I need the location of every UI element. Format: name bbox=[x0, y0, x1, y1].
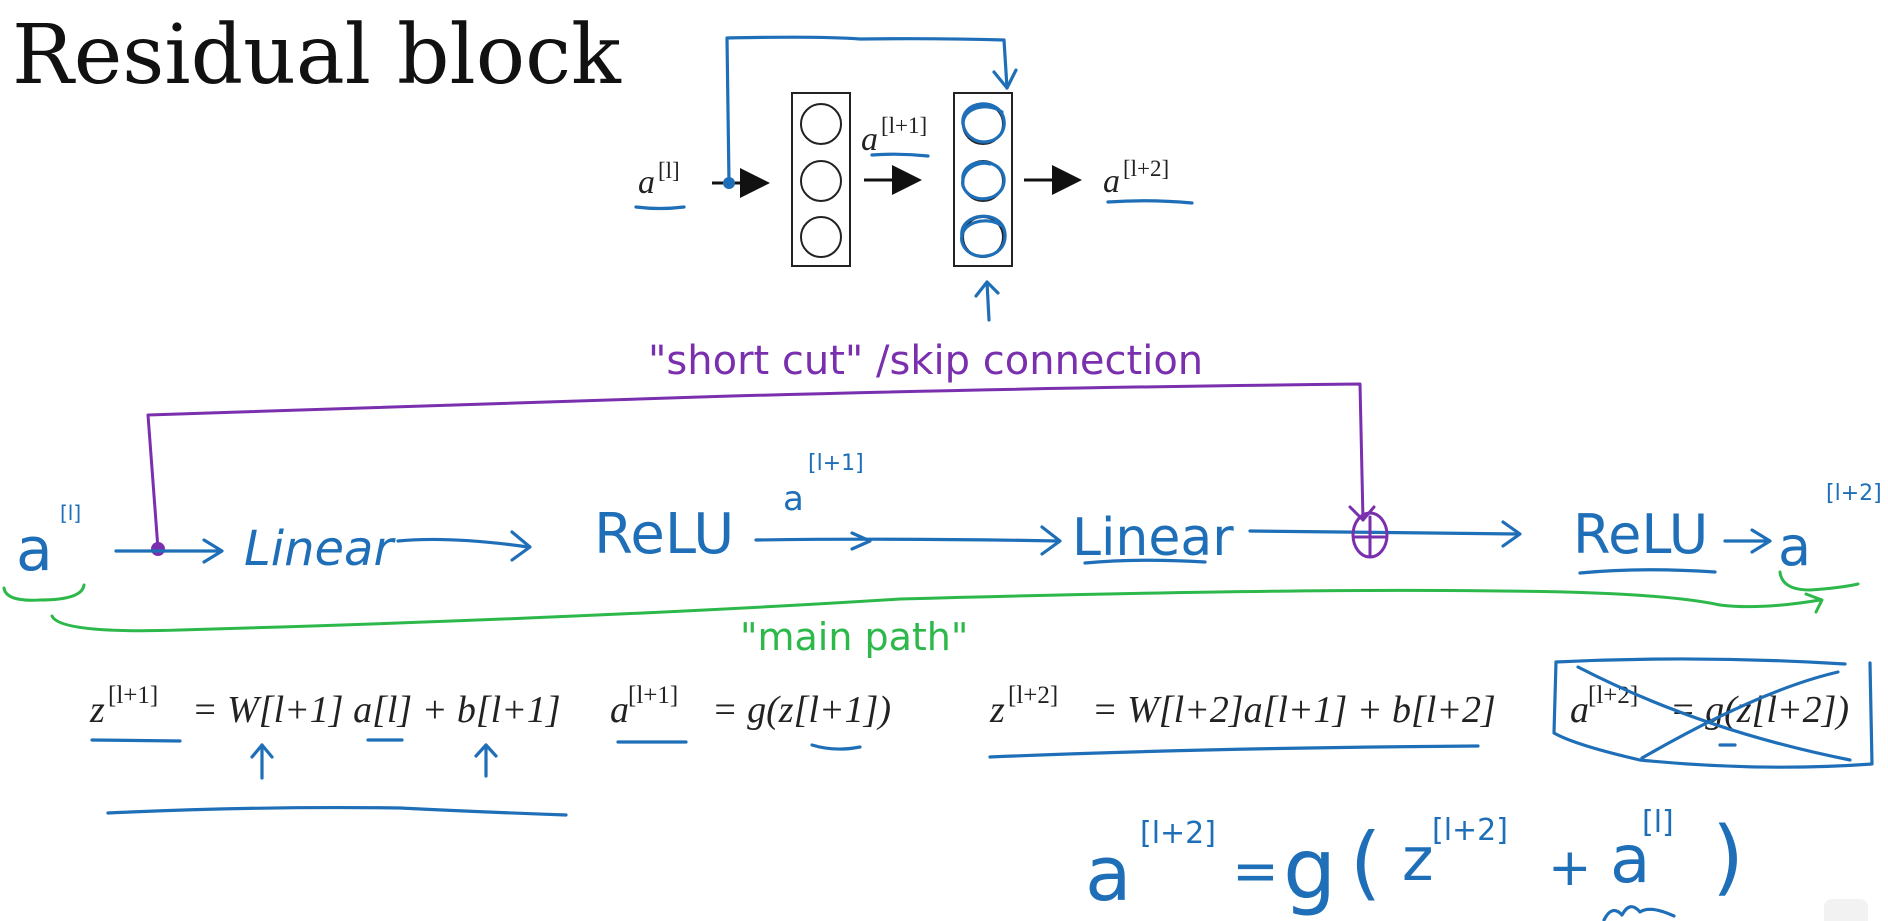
up-arrow-icon bbox=[974, 280, 1000, 322]
skip-connection-label: "short cut" /skip connection bbox=[648, 338, 1203, 384]
diagram-middle-sup: [l+1] bbox=[881, 113, 927, 138]
eq1-long-underline bbox=[106, 805, 568, 817]
term2-squiggle-underline bbox=[1602, 905, 1676, 921]
up-arrow-icon bbox=[474, 743, 498, 778]
eq3-rhs: = W[l+2]a[l+1] + b[l+2] bbox=[1092, 689, 1496, 731]
eq4-cross-stroke bbox=[1640, 670, 1840, 760]
hw-term1: z bbox=[1402, 825, 1434, 895]
hw-lhs-sup: [l+2] bbox=[1140, 816, 1216, 851]
layer-2-box bbox=[953, 92, 1013, 267]
output-underline bbox=[1106, 199, 1194, 205]
slide-title: Residual block bbox=[12, 8, 621, 103]
flow-arrow-extra bbox=[850, 531, 872, 551]
hw-lhs: a bbox=[1085, 829, 1132, 918]
eq4-lhs: a bbox=[1570, 689, 1589, 731]
eq1-underline bbox=[90, 738, 182, 743]
flow-arrow bbox=[114, 538, 224, 564]
neuron-scribble bbox=[961, 102, 1006, 144]
flow-input-sup: [l] bbox=[60, 501, 81, 525]
diagram-middle-label: a bbox=[861, 121, 878, 158]
main-path-arrowhead bbox=[1804, 592, 1824, 614]
flow-skip-path bbox=[146, 382, 1365, 551]
network-diagram: a [l] a [l+1] bbox=[634, 35, 1194, 322]
eq3-lhs-sup: [l+2] bbox=[1008, 682, 1058, 709]
eq1-lhs: z bbox=[89, 689, 105, 731]
hw-equals: = bbox=[1232, 839, 1279, 904]
eq3-underline bbox=[988, 744, 1480, 759]
hw-close-paren: ) bbox=[1712, 810, 1744, 905]
neuron bbox=[800, 160, 842, 202]
main-path-label: "main path" bbox=[740, 615, 968, 659]
hw-term2-sup: [l] bbox=[1642, 805, 1674, 840]
plus-icon bbox=[1353, 515, 1387, 558]
handwritten-equation: a [l+2] = g ( z [l+2] + a [l] ) bbox=[1085, 805, 1744, 921]
player-watermark-icon bbox=[1824, 899, 1868, 921]
flow-row: a [l] Linear ReLU a [l+1] Linear ReLU a … bbox=[2, 451, 1882, 659]
skip-connection-line bbox=[725, 35, 1009, 185]
flow-arrow bbox=[396, 530, 532, 562]
up-arrow-icon bbox=[250, 743, 274, 780]
diagram-output-sup: [l+2] bbox=[1123, 156, 1169, 181]
eq2-underline bbox=[810, 743, 862, 751]
input-underline bbox=[634, 205, 686, 211]
neuron-scribble bbox=[960, 214, 1007, 258]
flow-arrow bbox=[754, 525, 1062, 556]
neuron bbox=[800, 216, 842, 258]
eq3-lhs: z bbox=[989, 689, 1005, 731]
flow-mid-sup: [l+1] bbox=[808, 451, 864, 476]
flow-skip-dot bbox=[151, 542, 165, 556]
eq2-lhs: a bbox=[610, 689, 629, 731]
neuron bbox=[800, 103, 842, 145]
hw-term1-sup: [l+2] bbox=[1432, 813, 1508, 848]
linear-underline bbox=[1083, 558, 1207, 565]
equations: z [l+1] = W[l+1] a[l] + b[l+1] a [l+1] =… bbox=[89, 657, 1874, 817]
main-path-line bbox=[50, 588, 1822, 633]
hw-func: g bbox=[1283, 820, 1336, 918]
flow-step-linear-2: Linear bbox=[1072, 508, 1234, 568]
eq1-rhs: = W[l+1] a[l] + b[l+1] bbox=[192, 689, 561, 731]
eq1-lhs-sup: [l+1] bbox=[108, 682, 158, 709]
diagram-input-sup: [l] bbox=[658, 158, 680, 183]
skip-arrowhead bbox=[992, 68, 1018, 90]
eq2-rhs: = g(z[l+1]) bbox=[712, 689, 891, 731]
flow-output-sup: [l+2] bbox=[1826, 481, 1882, 506]
flow-input: a bbox=[16, 515, 53, 585]
input-brace bbox=[2, 583, 86, 602]
diagram-output-label: a bbox=[1103, 163, 1120, 200]
output-brace bbox=[1778, 570, 1860, 592]
hw-plus: + bbox=[1548, 838, 1592, 898]
flow-step-relu-1: ReLU bbox=[594, 502, 734, 567]
flow-output: a bbox=[1778, 515, 1811, 578]
hw-term2: a bbox=[1610, 821, 1650, 898]
eq2-lhs-sup: [l+1] bbox=[628, 682, 678, 709]
layer-1-box bbox=[791, 92, 851, 267]
hw-open-paren: ( bbox=[1350, 816, 1381, 909]
flow-mid-label: a bbox=[783, 479, 804, 519]
relu-underline bbox=[1578, 568, 1717, 575]
eq4-rhs: = g(z[l+2]) bbox=[1670, 689, 1849, 731]
middle-underline bbox=[870, 152, 930, 158]
add-arrowhead bbox=[1348, 505, 1376, 522]
flow-arrow bbox=[1723, 528, 1772, 554]
diagram-input-label: a bbox=[638, 164, 655, 201]
flow-step-linear-1: Linear bbox=[244, 521, 396, 577]
eq4-lhs-sup: [l+2] bbox=[1588, 682, 1638, 709]
eq4-box bbox=[1552, 657, 1874, 769]
neuron-scribble bbox=[961, 160, 1006, 201]
flow-arrow bbox=[1248, 520, 1522, 548]
flow-step-relu-2: ReLU bbox=[1573, 503, 1708, 566]
